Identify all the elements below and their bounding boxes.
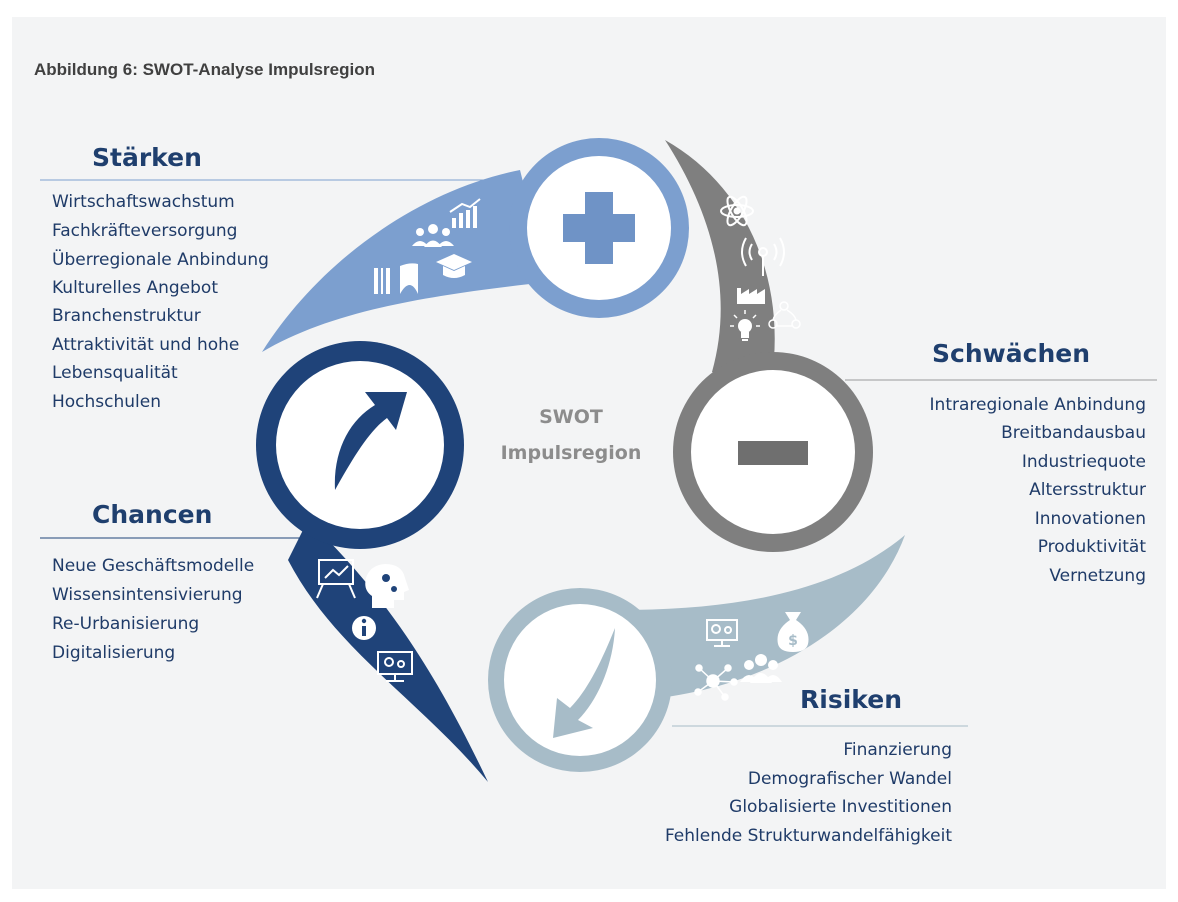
svg-text:$: $ — [788, 633, 798, 649]
risiken-inner — [504, 604, 656, 756]
risiken-heading: Risiken — [800, 685, 902, 714]
staerken-item: Branchenstruktur — [52, 306, 201, 326]
staerken-item: Attraktivität und hohe — [52, 335, 239, 355]
antenna-icon — [741, 237, 785, 276]
monitor-gears-icon — [706, 619, 738, 647]
graduation-cap-icon — [436, 254, 472, 278]
lightbulb-icon — [730, 310, 760, 341]
presentation-icon — [316, 559, 356, 599]
factory-icon — [737, 288, 765, 304]
arrow-down-icon — [553, 628, 615, 738]
staerken-item: Kulturelles Angebot — [52, 278, 218, 298]
schwaechen-heading: Schwächen — [932, 339, 1090, 368]
network-cycle-icon — [768, 301, 801, 329]
bridge-icon — [400, 263, 418, 294]
head-gears-icon — [365, 564, 409, 608]
schwaechen-item: Produktivität — [1038, 537, 1147, 557]
group-icon — [740, 654, 782, 683]
schwaechen-item: Industriequote — [1022, 452, 1146, 472]
road-icon — [374, 268, 390, 294]
chancen-item: Re-Urbanisierung — [52, 614, 199, 634]
staerken-item: Lebensqualität — [52, 363, 178, 383]
atom-icon — [720, 195, 754, 227]
staerken-item: Überregionale Anbindung — [52, 248, 269, 270]
risiken-item: Demografischer Wandel — [748, 769, 952, 789]
schwaechen-tail — [665, 140, 775, 390]
info-icon — [352, 616, 376, 640]
network-nodes-icon — [694, 664, 738, 701]
page-title: Abbildung 6: SWOT-Analyse Impulsregion — [34, 60, 375, 79]
growth-chart-icon — [449, 198, 481, 228]
staerken-heading: Stärken — [92, 143, 202, 172]
staerken-item: Wirtschaftswachstum — [52, 192, 235, 212]
monitor-gears-icon — [377, 651, 413, 682]
staerken-item: Fachkräfteversorgung — [52, 221, 237, 241]
schwaechen-item: Altersstruktur — [1029, 480, 1146, 500]
chancen-item: Neue Geschäftsmodelle — [52, 556, 254, 576]
minus-icon — [738, 441, 808, 465]
schwaechen-item: Intraregionale Anbindung — [930, 395, 1146, 415]
chancen-item: Wissensintensivierung — [52, 585, 243, 605]
staerken-item: Hochschulen — [52, 392, 161, 412]
money-bag-icon: $ — [777, 612, 809, 652]
center-label-line1: SWOT — [539, 406, 603, 428]
schwaechen-item: Vernetzung — [1049, 566, 1146, 586]
schwaechen-item: Innovationen — [1035, 509, 1146, 529]
risiken-item: Finanzierung — [843, 740, 952, 760]
risiken-item: Globalisierte Investitionen — [729, 797, 952, 817]
chancen-item: Digitalisierung — [52, 643, 175, 663]
plus-icon — [563, 192, 635, 264]
arrow-up-icon — [334, 392, 407, 490]
people-icon — [412, 224, 454, 247]
center-label-line2: Impulsregion — [501, 442, 642, 464]
risiken-item: Fehlende Strukturwandelfähigkeit — [665, 826, 952, 846]
chancen-heading: Chancen — [92, 500, 212, 529]
staerken-tail — [262, 170, 548, 352]
schwaechen-item: Breitbandausbau — [1001, 423, 1146, 443]
risiken-tail — [620, 535, 905, 700]
